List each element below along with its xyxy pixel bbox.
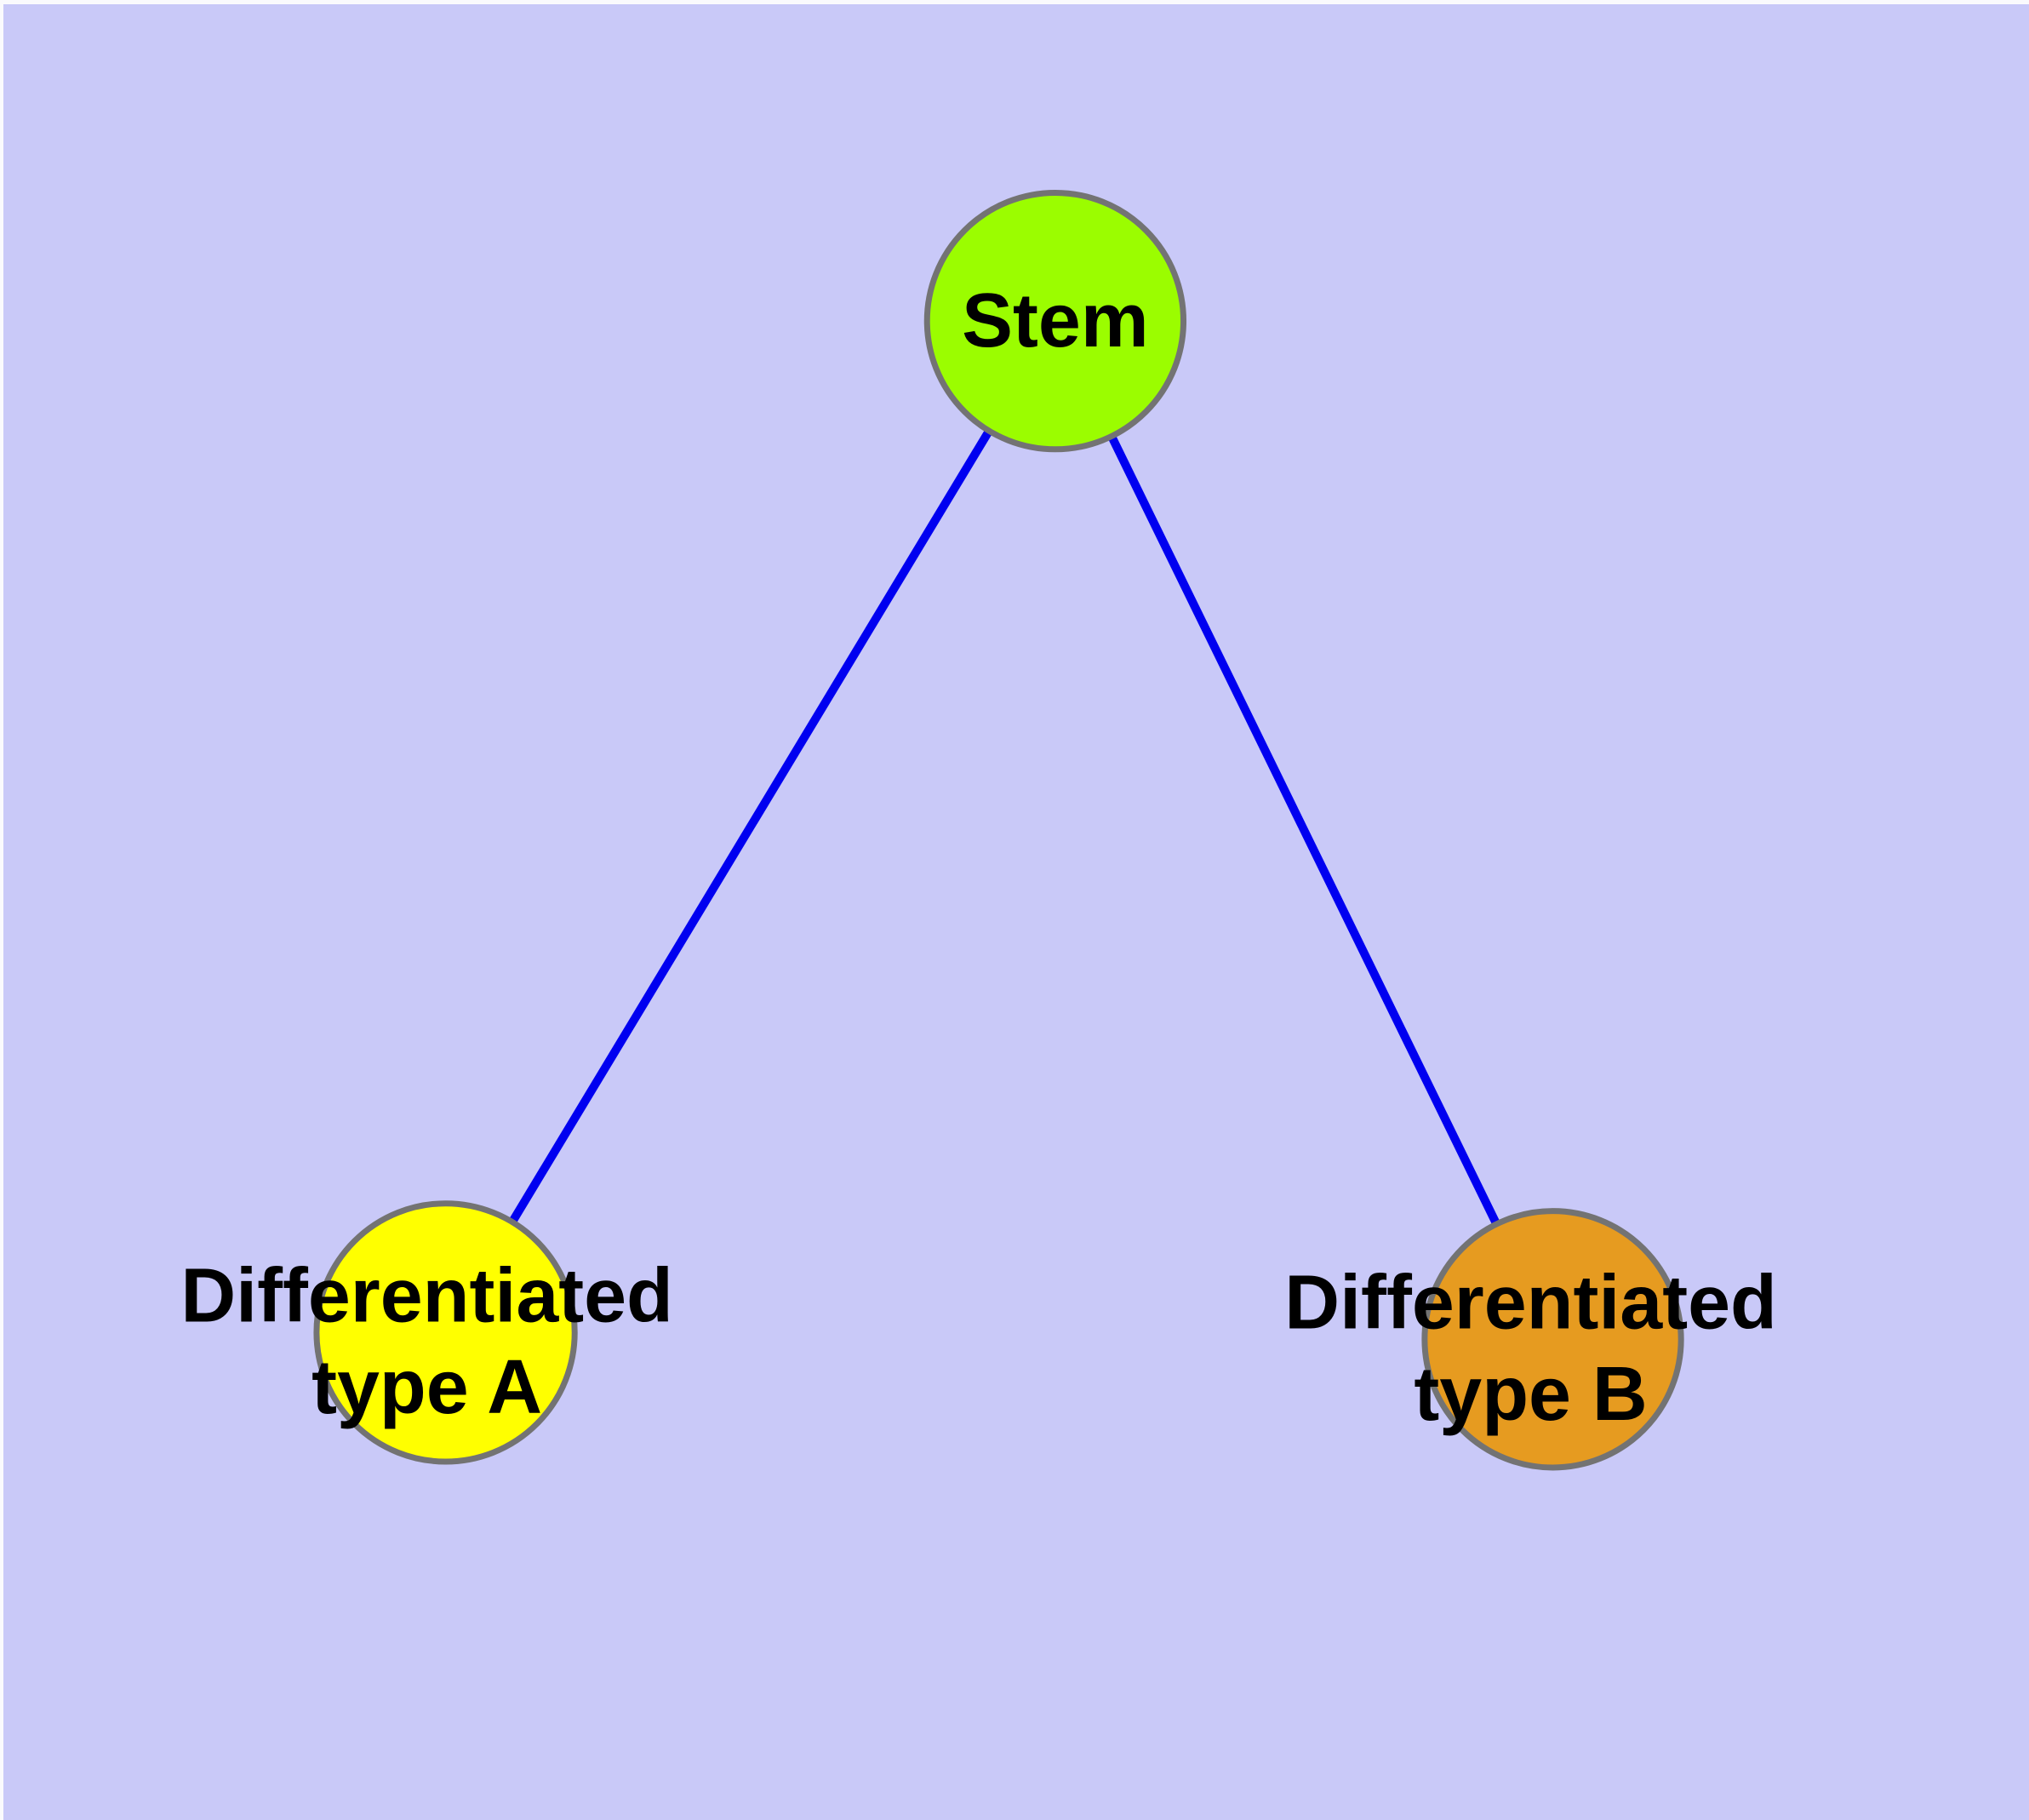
diagram-canvas: Stem Differentiated type A Differentiate… [180,189,1777,1471]
node-differentiated-type-a-label-line1: Differentiated [180,1253,673,1338]
node-differentiated-type-b[interactable]: Differentiated type B [1284,1208,1777,1471]
node-differentiated-type-a[interactable]: Differentiated type A [180,1200,673,1465]
node-differentiated-type-b-label-line2: type B [1414,1352,1647,1437]
node-stem-label: Stem [962,278,1149,363]
edge-stem-to-type-b [1051,318,1557,1342]
node-stem[interactable]: Stem [923,189,1187,453]
node-differentiated-type-b-circle[interactable] [1421,1208,1684,1471]
node-differentiated-type-b-label-line1: Differentiated [1284,1260,1777,1345]
edge-stem-to-type-a [442,318,1060,1335]
node-differentiated-type-a-circle[interactable] [313,1200,578,1465]
node-differentiated-type-a-label-line2: type A [311,1345,542,1430]
node-stem-circle[interactable] [923,189,1187,453]
